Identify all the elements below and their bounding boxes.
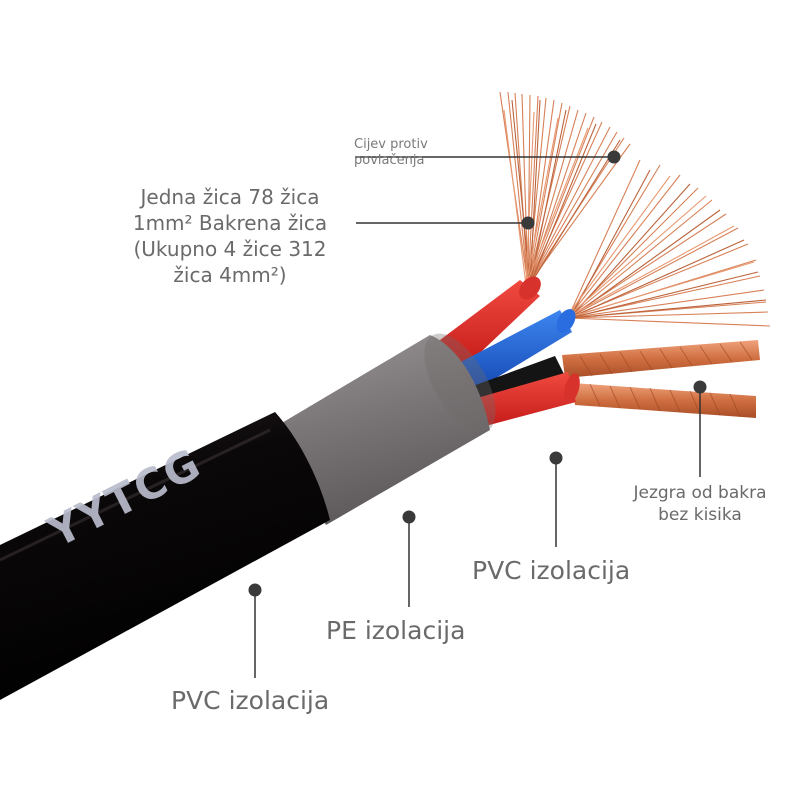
- label-copper-core-line1: Jezgra od bakra: [633, 483, 767, 503]
- dot-anti-pull: [607, 150, 621, 164]
- label-strand-spec-line1: Jedna žica 78 žica: [140, 185, 320, 209]
- dot-copper-core: [693, 380, 707, 394]
- label-anti-pull-line2: povlačenja: [354, 153, 425, 169]
- label-anti-pull-line1: Cijev protiv: [354, 137, 428, 152]
- label-anti-pull-tube: Cijev protiv povlačenja: [354, 137, 428, 170]
- leader-lines: [254, 156, 701, 678]
- twisted-copper-core-lower: [572, 383, 756, 418]
- copper-strand-fan-lower: [565, 159, 771, 327]
- pvc-outer-jacket: [0, 412, 330, 700]
- label-pvc-inner: PVC izolacija: [472, 556, 631, 585]
- label-strand-spec-line3: (Ukupno 4 žice 312: [133, 237, 327, 261]
- label-strand-spec-line2: 1mm² Bakrena žica: [132, 211, 328, 235]
- dot-pvc-outer: [248, 583, 262, 597]
- pe-inner-sheath: [270, 333, 496, 525]
- leader-dots: [248, 150, 707, 597]
- label-strand-spec: Jedna žica 78 žica 1mm² Bakrena žica (Uk…: [112, 184, 348, 288]
- blue-conductor: [455, 309, 576, 395]
- label-pvc-outer: PVC izolacija: [171, 686, 330, 715]
- label-copper-core-line2: bez kisika: [658, 505, 742, 526]
- red-conductor-upper: [440, 276, 541, 370]
- label-strand-spec-line4: žica 4mm²): [173, 263, 287, 287]
- red-conductor-lower: [470, 372, 580, 428]
- label-pe-insulation: PE izolacija: [326, 616, 466, 645]
- label-copper-core: Jezgra od bakra bez kisika: [610, 482, 790, 526]
- twisted-copper-core-upper: [562, 340, 760, 378]
- dot-strand-spec: [521, 216, 535, 230]
- dot-pe: [402, 510, 416, 524]
- copper-strand-fan-upper: [499, 91, 631, 286]
- dot-pvc-inner: [549, 451, 563, 465]
